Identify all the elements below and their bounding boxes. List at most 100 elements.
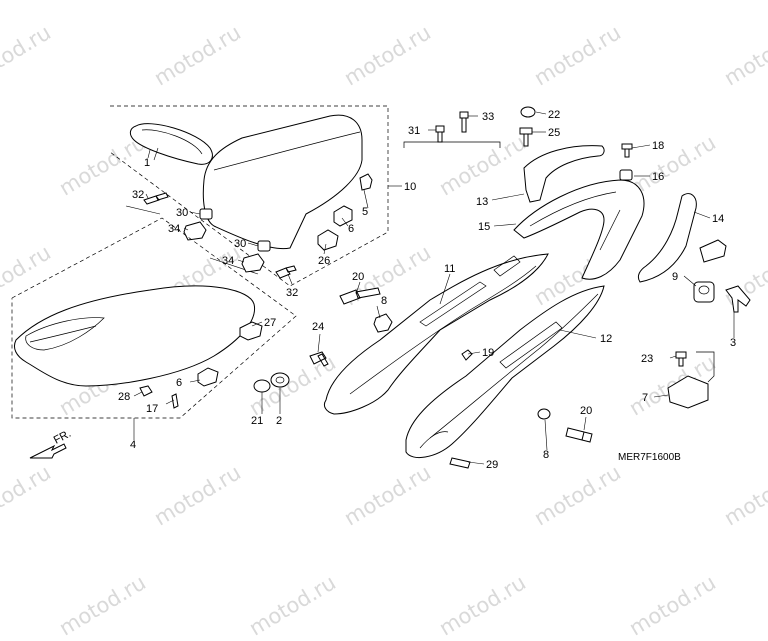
seat-stopper[interactable] (359, 173, 373, 191)
nut-16[interactable] (619, 169, 633, 181)
callout-7[interactable]: 7 (642, 392, 648, 404)
callout-31[interactable]: 31 (408, 125, 420, 137)
callout-20b[interactable]: 20 (580, 405, 592, 417)
callout-30a[interactable]: 30 (176, 207, 188, 219)
grommet-34b[interactable] (241, 253, 265, 273)
bolt-25[interactable] (519, 127, 533, 147)
fasteners-mid (253, 351, 329, 393)
screw-33[interactable] (459, 111, 469, 133)
watermark-text: motod.ru (55, 570, 150, 641)
collar-30b[interactable] (257, 240, 271, 252)
rear-side-cover-right[interactable] (405, 285, 605, 459)
callout-16[interactable]: 16 (652, 171, 664, 183)
callout-26[interactable]: 26 (318, 255, 330, 267)
bolt-20a[interactable] (339, 287, 381, 305)
diagram-code: MER7F1600B (618, 452, 681, 463)
callout-6b[interactable]: 6 (176, 377, 182, 389)
rear-seat-group (109, 105, 402, 287)
callout-6a[interactable]: 6 (348, 223, 354, 235)
callout-2[interactable]: 2 (276, 415, 282, 427)
callout-9[interactable]: 9 (672, 271, 678, 283)
front-seat-group (11, 217, 297, 440)
callout-labels: 1 2 3 4 5 6 6 7 8 8 9 10 11 12 13 14 15 … (52, 109, 736, 471)
bolt-32a[interactable] (143, 192, 169, 205)
callout-20a[interactable]: 20 (352, 271, 364, 283)
callout-1[interactable]: 1 (144, 157, 150, 169)
cap-22[interactable] (520, 106, 536, 118)
callout-11[interactable]: 11 (444, 263, 455, 275)
collar-8a[interactable] (373, 313, 393, 333)
grommet-34a[interactable] (183, 221, 207, 241)
seat-band[interactable] (129, 123, 213, 165)
callout-34a[interactable]: 34 (168, 223, 180, 235)
fasteners-left (339, 287, 393, 333)
callout-32a[interactable]: 32 (132, 189, 144, 201)
seat-hook-27[interactable] (239, 321, 263, 341)
callout-23[interactable]: 23 (641, 353, 653, 365)
callout-34b[interactable]: 34 (222, 255, 234, 267)
callout-33[interactable]: 33 (482, 111, 494, 123)
rear-center-cowl[interactable] (513, 179, 645, 280)
bolt-32b[interactable] (275, 265, 297, 279)
callout-3[interactable]: 3 (730, 337, 736, 349)
bolt-20b[interactable] (565, 427, 593, 443)
callout-15[interactable]: 15 (478, 221, 490, 233)
callout-18[interactable]: 18 (652, 140, 664, 152)
callout-13[interactable]: 13 (476, 196, 488, 208)
stopper-28[interactable] (139, 385, 153, 397)
rear-side-cover-left[interactable] (323, 253, 549, 415)
seat-lock-9[interactable] (693, 281, 715, 303)
callout-22[interactable]: 22 (548, 109, 560, 121)
screw-18[interactable] (621, 143, 633, 158)
screw-31[interactable] (435, 125, 445, 143)
callout-28[interactable]: 28 (118, 391, 130, 403)
callout-24[interactable]: 24 (312, 321, 324, 333)
callout-32b[interactable]: 32 (286, 287, 298, 299)
seat-catch-group (667, 351, 715, 409)
rear-seat[interactable] (202, 114, 363, 250)
seat-hook-6[interactable] (333, 205, 353, 227)
seat-catch-7[interactable] (667, 375, 709, 409)
callout-17[interactable]: 17 (146, 403, 158, 415)
grab-rail-left[interactable] (523, 145, 605, 203)
seat-hook-6b[interactable] (197, 367, 219, 387)
bolt-24[interactable] (309, 351, 329, 367)
bolt-29[interactable] (449, 457, 471, 469)
top-fasteners (403, 106, 633, 181)
callout-14[interactable]: 14 (712, 213, 724, 225)
washer-2[interactable] (270, 372, 290, 388)
front-seat[interactable] (13, 285, 256, 387)
washer-21[interactable] (253, 379, 271, 393)
callout-8b[interactable]: 8 (543, 449, 549, 461)
callout-19[interactable]: 19 (482, 347, 494, 359)
grab-rail-right[interactable] (637, 193, 697, 283)
leader-lines (133, 111, 735, 465)
callout-21[interactable]: 21 (251, 415, 263, 427)
fasteners-right (449, 349, 593, 469)
callout-4[interactable]: 4 (130, 439, 136, 451)
seat-hardware (143, 192, 297, 279)
front-arrow-icon (29, 443, 67, 459)
watermark-text: motod.ru (245, 570, 340, 641)
key[interactable] (699, 239, 727, 263)
front-direction-indicator (29, 443, 67, 459)
callout-29[interactable]: 29 (486, 459, 498, 471)
seat-lock-group (693, 239, 751, 313)
callout-12[interactable]: 12 (600, 333, 612, 345)
callout-25[interactable]: 25 (548, 127, 560, 139)
clip-19[interactable] (461, 349, 473, 361)
collar-30a[interactable] (199, 208, 213, 220)
seat-rear-cowl-parts-diagram: 1 2 3 4 5 6 6 7 8 8 9 10 11 12 13 14 15 … (11, 105, 751, 471)
screw-17[interactable] (171, 393, 179, 409)
callout-8a[interactable]: 8 (381, 295, 387, 307)
callout-27[interactable]: 27 (264, 317, 276, 329)
seat-hook-26[interactable] (317, 229, 339, 251)
bolt-23[interactable] (675, 351, 687, 367)
collar-8b[interactable] (537, 408, 551, 420)
seat-lock-cable-3[interactable] (725, 285, 751, 313)
callout-30b[interactable]: 30 (234, 238, 246, 250)
direction-label: FR. (52, 428, 73, 447)
callout-10[interactable]: 10 (404, 181, 416, 193)
callout-5[interactable]: 5 (362, 206, 368, 218)
watermark-text: motod.ru (435, 570, 530, 641)
